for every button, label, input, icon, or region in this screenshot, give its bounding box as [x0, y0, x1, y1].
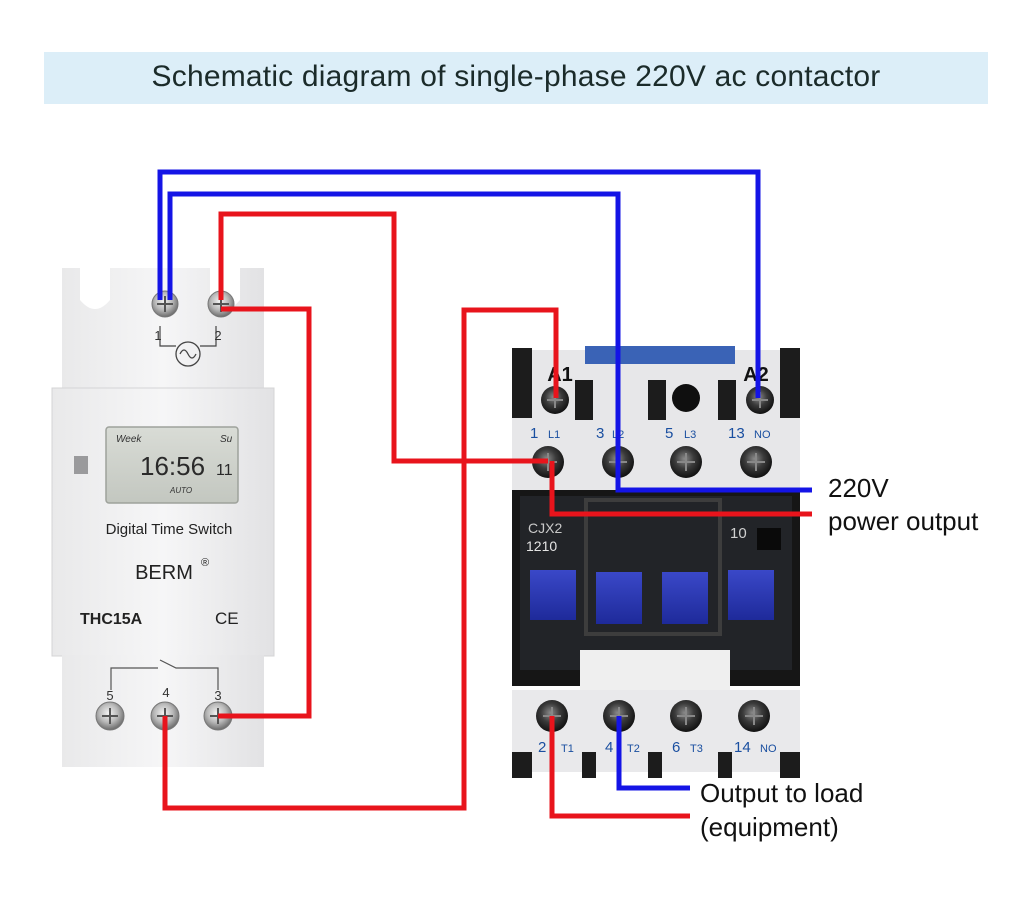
live-wire-supply [549, 461, 812, 517]
terminal-2-code: T1 [561, 743, 574, 755]
ce-mark: CE [215, 609, 239, 628]
wiring [157, 169, 812, 819]
timer-terminal-4-label: 4 [162, 685, 169, 700]
contact-indicator-4 [728, 570, 774, 620]
timer-top-notch-left [80, 268, 110, 309]
terminal-screw-14 [738, 700, 770, 732]
supply-line-symbol [159, 326, 217, 347]
armature-frame [584, 498, 722, 636]
coil-label-a1: A1 [547, 364, 573, 386]
terminal-14-code: NO [760, 743, 777, 755]
terminal-4-code: T2 [627, 743, 640, 755]
coil-screw-a1 [541, 386, 569, 414]
model-number: THC15A [80, 611, 143, 628]
power-callout-line2: power output [828, 506, 979, 536]
live-wire-timer-bridge [218, 306, 312, 719]
terminal-5-code: L3 [684, 429, 696, 441]
lcd-mode: AUTO [169, 486, 192, 495]
live-wire-timer-to-l1 [218, 211, 548, 464]
contactor-rib-4 [718, 380, 736, 420]
contactor-rib-3 [648, 380, 666, 420]
terminal-14-num: 14 [734, 739, 751, 756]
contact-indicator-1 [530, 570, 576, 620]
contactor-model-line1: CJX2 [528, 520, 562, 536]
terminal-screw-t3 [670, 700, 702, 732]
contactor-rib-2 [575, 380, 593, 420]
contactor-top-label-strip [585, 346, 735, 364]
neutral-wire-timer-to-a2 [157, 169, 761, 398]
lcd-display [105, 426, 239, 504]
timer-terminal-1-label: 1 [154, 328, 161, 343]
contactor-model-line2: 1210 [526, 538, 557, 554]
contact-indicator-3 [662, 572, 708, 624]
load-callout-line1: Output to load [700, 778, 864, 808]
timer-terminal-2-label: 2 [214, 328, 221, 343]
aux-contact-rating: 10 [730, 525, 747, 542]
timer-screw-5 [95, 701, 125, 731]
terminal-screw-l3 [670, 446, 702, 478]
coil-center-hole [672, 384, 700, 412]
live-wire-switched-to-a1 [162, 307, 559, 811]
brand-name: BERM [135, 562, 193, 584]
contactor-aux-window [757, 528, 781, 550]
terminal-13-num: 13 [728, 425, 745, 442]
power-callout-line1: 220V [828, 473, 889, 503]
load-callout-line2: (equipment) [700, 812, 839, 842]
lcd-week-label: Week [116, 434, 142, 445]
page-title: Schematic diagram of single-phase 220V a… [151, 60, 881, 93]
contactor-top-rib-left [512, 348, 532, 418]
switch-contact-symbol [110, 659, 219, 690]
contactor-foot-1 [512, 752, 532, 778]
ac-wave-icon [179, 349, 197, 359]
contactor-top-rib-right [780, 348, 800, 418]
terminal-13-code: NO [754, 429, 771, 441]
contactor-foot-2 [582, 752, 596, 778]
ac-contactor: A1 A2 1 L1 3 L2 5 L3 13 NO CJX2 [512, 346, 800, 778]
lcd-time: 16:56 [140, 451, 205, 481]
title-banner: Schematic diagram of single-phase 220V a… [44, 52, 988, 104]
product-name: Digital Time Switch [106, 521, 233, 538]
terminal-5-num: 5 [665, 425, 673, 442]
lcd-seconds: 11 [216, 462, 233, 479]
neutral-wire-supply [167, 191, 812, 493]
terminal-6-code: T3 [690, 743, 703, 755]
contactor-foot-5 [780, 752, 800, 778]
ac-symbol-circle [175, 341, 201, 367]
terminal-1-num: 1 [530, 425, 538, 442]
terminal-1-code: L1 [548, 429, 560, 441]
contactor-foot-4 [718, 752, 732, 778]
contact-indicator-2 [596, 572, 642, 624]
contactor-foot-3 [648, 752, 662, 778]
neutral-wire-to-load [616, 716, 690, 791]
digital-time-switch: Week Su 16:56 11 AUTO Digital Time Switc… [51, 268, 275, 767]
terminal-2-num: 2 [538, 739, 546, 756]
timer-screw-1 [151, 290, 179, 318]
terminal-4-num: 4 [605, 739, 613, 756]
timer-terminal-5-label: 5 [106, 688, 113, 703]
terminal-3-num: 3 [596, 425, 604, 442]
lcd-day-label: Su [220, 434, 233, 445]
timer-led-indicator [74, 456, 88, 474]
terminal-screw-13 [740, 446, 772, 478]
brand-registered-mark: ® [201, 557, 209, 569]
terminal-6-num: 6 [672, 739, 680, 756]
live-wire-to-load [549, 716, 690, 819]
timer-terminal-3-label: 3 [214, 688, 221, 703]
